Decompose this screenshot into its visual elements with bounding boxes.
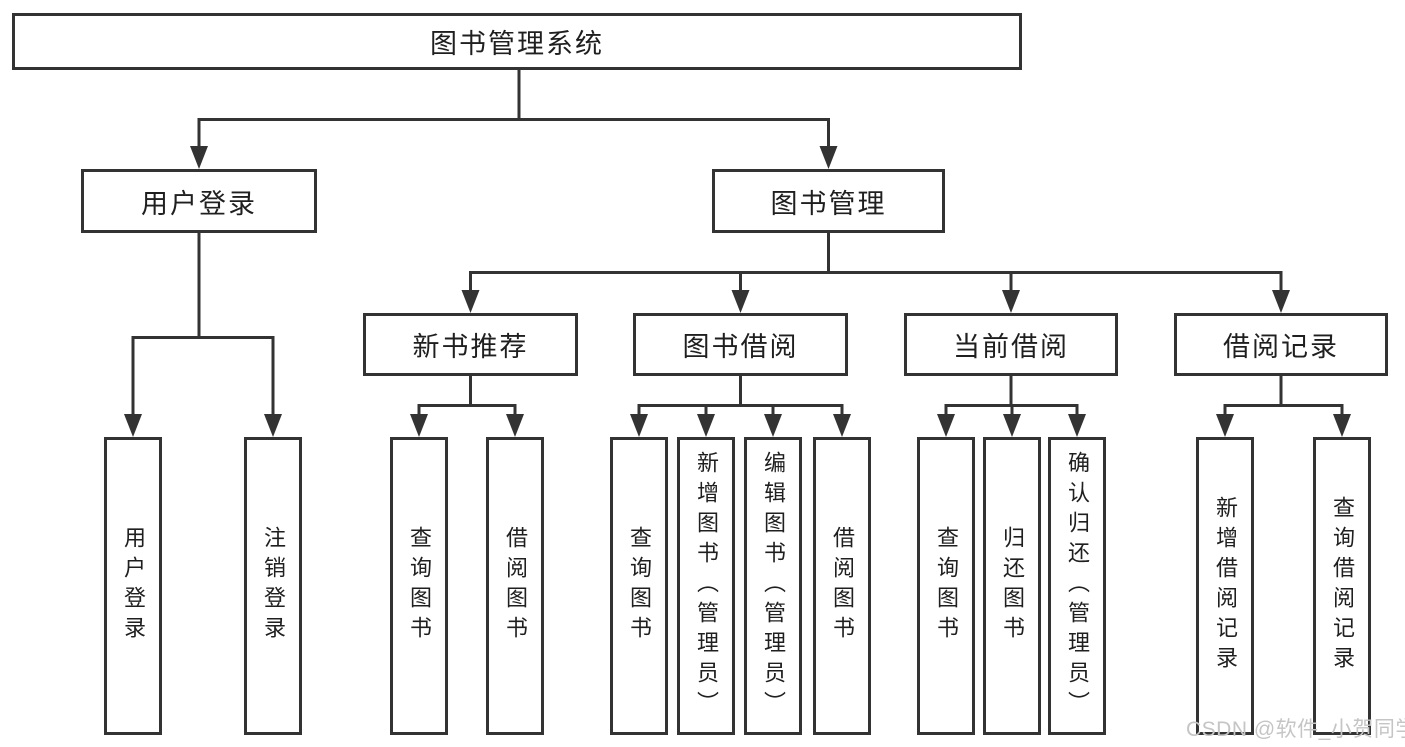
- leaf-query-borrow-record: 查询借阅记录: [1313, 437, 1371, 735]
- csdn-watermark: CSDN @软件_小贺同学: [1186, 718, 1405, 741]
- leaf-user-login: 用户登录: [104, 437, 162, 735]
- node-book-mgmt-branch-label: 图书管理: [770, 188, 887, 219]
- leaf-user-login-label: 用户登录: [121, 526, 146, 646]
- node-borrow-record: 借阅记录: [1174, 313, 1388, 376]
- node-book-mgmt-branch: 图书管理: [712, 169, 945, 233]
- leaf-query-books-3-label: 查询图书: [934, 526, 959, 646]
- node-current-borrow-label: 当前借阅: [953, 332, 1069, 362]
- node-current-borrow: 当前借阅: [904, 313, 1118, 376]
- leaf-borrow-books-2-label: 借阅图书: [830, 526, 855, 646]
- node-root: 图书管理系统: [12, 13, 1022, 70]
- leaf-borrow-books-2: 借阅图书: [813, 437, 871, 735]
- node-root-label: 图书管理系统: [430, 29, 604, 59]
- leaf-confirm-return-admin-label: 确认归还（管理员）: [1065, 451, 1090, 721]
- leaf-borrow-books-1-label: 借阅图书: [503, 526, 528, 646]
- arrowheads: [124, 146, 1351, 437]
- leaf-add-books-admin: 新增图书（管理员）: [677, 437, 735, 735]
- leaf-confirm-return-admin: 确认归还（管理员）: [1048, 437, 1106, 735]
- leaf-edit-books-admin-label: 编辑图书（管理员）: [761, 451, 786, 721]
- node-user-login-branch: 用户登录: [81, 169, 317, 233]
- node-new-book-recommend-label: 新书推荐: [412, 332, 529, 362]
- node-borrow-record-label: 借阅记录: [1223, 332, 1339, 362]
- node-user-login-branch-label: 用户登录: [141, 188, 257, 219]
- leaf-edit-books-admin: 编辑图书（管理员）: [744, 437, 802, 735]
- leaf-query-borrow-record-label: 查询借阅记录: [1330, 496, 1355, 676]
- leaf-query-books-1-label: 查询图书: [407, 526, 432, 646]
- leaf-logout-label: 注销登录: [261, 526, 286, 646]
- leaf-add-borrow-record-label: 新增借阅记录: [1213, 496, 1238, 676]
- node-new-book-recommend: 新书推荐: [363, 313, 578, 376]
- leaf-logout: 注销登录: [244, 437, 302, 735]
- node-book-borrow: 图书借阅: [633, 313, 848, 376]
- leaf-add-books-admin-label: 新增图书（管理员）: [694, 451, 719, 721]
- leaf-borrow-books-1: 借阅图书: [486, 437, 544, 735]
- leaf-return-books: 归还图书: [983, 437, 1041, 735]
- leaf-query-books-1: 查询图书: [390, 437, 448, 735]
- leaf-add-borrow-record: 新增借阅记录: [1196, 437, 1254, 735]
- leaf-query-books-2-label: 查询图书: [627, 526, 652, 646]
- node-book-borrow-label: 图书借阅: [682, 332, 799, 362]
- leaf-return-books-label: 归还图书: [1000, 526, 1025, 646]
- leaf-query-books-2: 查询图书: [610, 437, 668, 735]
- leaf-query-books-3: 查询图书: [917, 437, 975, 735]
